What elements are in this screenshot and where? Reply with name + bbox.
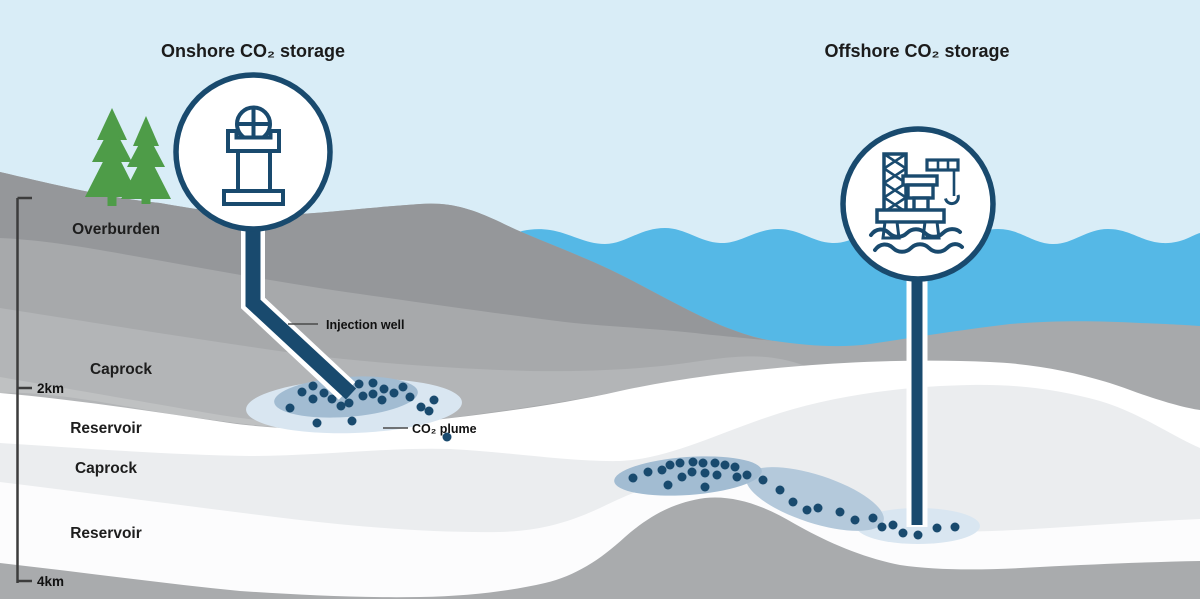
depth-2km-label: 2km — [37, 381, 64, 396]
caprock1-band — [0, 308, 805, 429]
co2-plume-annotation: CO₂ plume — [383, 422, 477, 436]
caprock2-label: Caprock — [75, 460, 137, 477]
basement-layer — [0, 497, 1200, 599]
reservoir2-label: Reservoir — [70, 525, 142, 542]
depth-scale: 2km 4km — [16, 196, 64, 589]
onshore-well-pipe — [245, 226, 357, 400]
reservoir1-label: Reservoir — [70, 420, 142, 437]
co2-plume-label: CO₂ plume — [412, 422, 477, 436]
caprock1-label: Caprock — [90, 361, 152, 378]
injection-well-label: Injection well — [326, 318, 405, 332]
onshore-title: Onshore CO₂ storage — [161, 41, 345, 61]
onshore-co2-dots — [285, 378, 452, 442]
waves-icon — [869, 227, 964, 254]
wellhead-icon — [222, 105, 285, 206]
pine-trees-icon — [85, 108, 171, 206]
overburden-dark-band — [0, 172, 775, 341]
overburden-label: Overburden — [72, 221, 160, 238]
offshore-platform-badge — [840, 126, 996, 282]
offshore-co2-dots — [628, 457, 960, 540]
offshore-platform-icon — [869, 152, 964, 254]
onshore-wellhead-badge — [173, 72, 333, 232]
offshore-title: Offshore CO₂ storage — [824, 41, 1009, 61]
injection-well-annotation: Injection well — [288, 318, 405, 332]
depth-4km-label: 4km — [37, 574, 64, 589]
